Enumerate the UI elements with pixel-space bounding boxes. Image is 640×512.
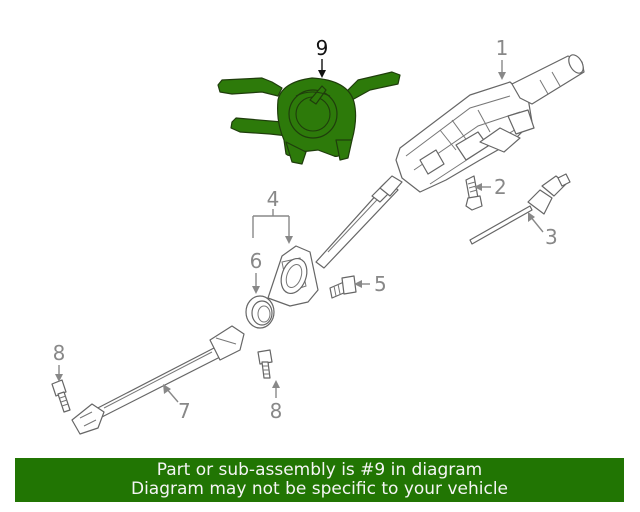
part-4-boot[interactable] bbox=[267, 245, 319, 307]
part-7-intermediate-shaft[interactable] bbox=[71, 325, 245, 435]
part-8-bolt-left[interactable] bbox=[51, 379, 71, 413]
info-banner: Part or sub-assembly is #9 in diagram Di… bbox=[15, 458, 624, 502]
callout-9[interactable]: 9 bbox=[316, 36, 329, 78]
callout-7-label: 7 bbox=[178, 399, 191, 423]
part-1-steering-column[interactable] bbox=[315, 52, 586, 269]
callout-8-right[interactable]: 8 bbox=[270, 380, 283, 423]
banner-line-1: Part or sub-assembly is #9 in diagram bbox=[156, 460, 483, 480]
callout-9-label: 9 bbox=[316, 36, 329, 60]
callout-6[interactable]: 6 bbox=[250, 249, 263, 294]
callout-4-label: 4 bbox=[267, 187, 280, 211]
callout-3-label: 3 bbox=[545, 225, 558, 249]
callout-8-left[interactable]: 8 bbox=[53, 341, 66, 382]
callout-6-label: 6 bbox=[250, 249, 263, 273]
part-5-bolt[interactable] bbox=[329, 275, 357, 299]
callout-2[interactable]: 2 bbox=[474, 175, 507, 199]
callout-5[interactable]: 5 bbox=[354, 272, 387, 296]
callout-1[interactable]: 1 bbox=[496, 36, 509, 80]
callout-3[interactable]: 3 bbox=[528, 212, 558, 249]
callout-1-label: 1 bbox=[496, 36, 509, 60]
part-8-bolt-right[interactable] bbox=[257, 349, 273, 379]
callout-8-left-label: 8 bbox=[53, 341, 66, 365]
banner-line-2: Diagram may not be specific to your vehi… bbox=[130, 479, 508, 499]
part-2-bolt[interactable] bbox=[465, 175, 483, 211]
callout-4[interactable]: 4 bbox=[252, 187, 293, 244]
callout-8-right-label: 8 bbox=[270, 399, 283, 423]
part-9-combination-switch[interactable] bbox=[217, 71, 401, 165]
callout-5-label: 5 bbox=[374, 272, 387, 296]
part-6-seal[interactable] bbox=[245, 295, 275, 329]
callout-2-label: 2 bbox=[494, 175, 507, 199]
part-3-cable[interactable] bbox=[469, 173, 571, 245]
callout-7[interactable]: 7 bbox=[163, 384, 191, 423]
